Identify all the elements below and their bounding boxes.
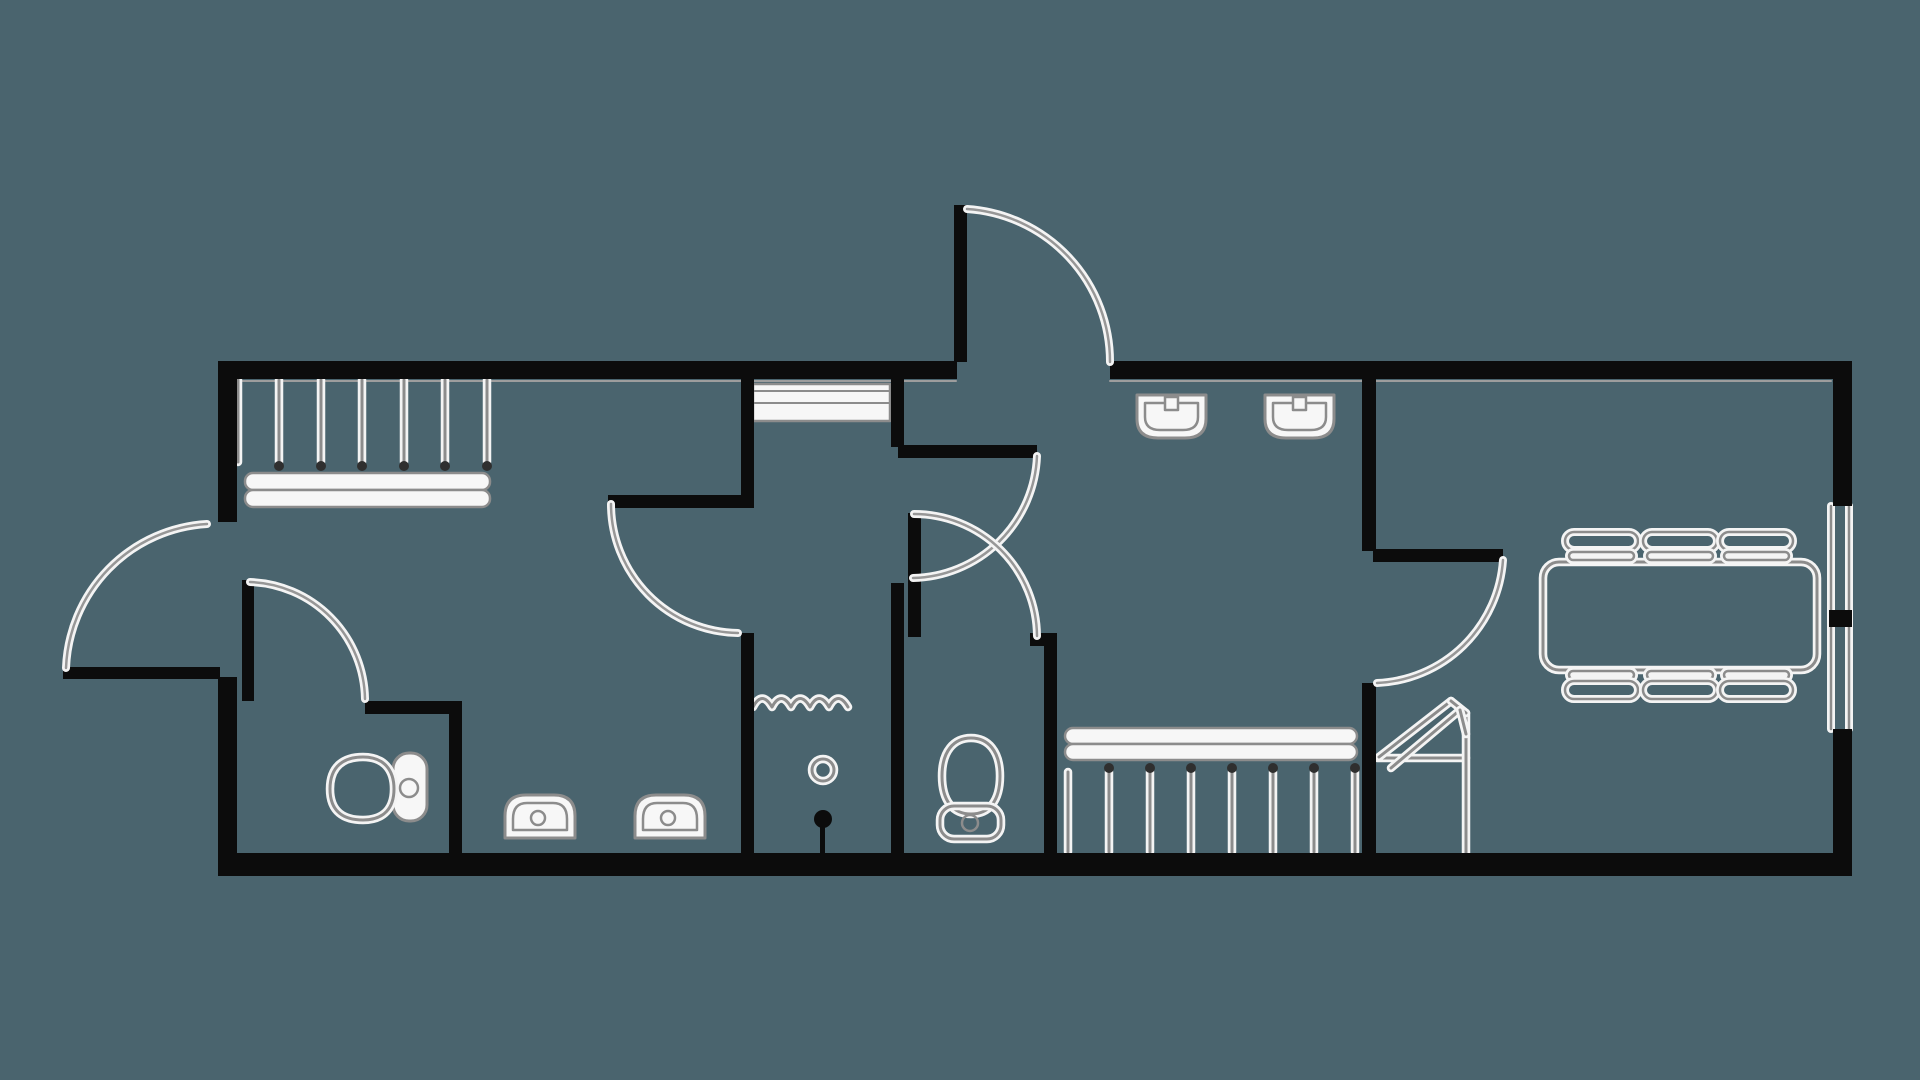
hanger-dot (1309, 763, 1319, 773)
dining-table-halo (1538, 557, 1822, 675)
hanger-dot (316, 461, 326, 471)
hanger-dot (1268, 763, 1278, 773)
toilet-mid-base (938, 804, 1003, 841)
wall-bath-top (365, 701, 462, 714)
chair-back-halo (1561, 528, 1642, 554)
chair-back-halo (1716, 677, 1797, 703)
chair-back-halo (1639, 677, 1721, 703)
leaning-board-diagonal (1377, 699, 1453, 759)
left-room-door-arc-halo (607, 500, 742, 637)
chair-seat (1567, 550, 1636, 562)
hall-door-a-arc (911, 454, 1039, 580)
wall-e-upper (1362, 375, 1376, 551)
wall-left-lower (218, 677, 237, 876)
sink-bottom-2-faucet (659, 809, 677, 827)
toilet-left-bowl-halo (325, 752, 399, 825)
wall-top-right (1110, 361, 1852, 379)
sink-top-1-inner (1143, 401, 1200, 432)
toilet-left-bowl (328, 755, 396, 822)
floor-drain (810, 757, 836, 783)
chair-back-halo (1716, 528, 1797, 554)
wall-e-lower (1362, 683, 1376, 853)
chair-back-halo (1561, 677, 1642, 703)
wall-bath-right (449, 701, 462, 853)
entry-door-arc (965, 207, 1112, 364)
hanger-dot (1104, 763, 1114, 773)
sink-bottom-1-outer (503, 793, 577, 840)
wall-top-left (218, 361, 957, 379)
entry-door-leaf (954, 205, 967, 362)
wall-a-upper (741, 375, 754, 508)
hanger-dot (1350, 763, 1360, 773)
wall-left-upper (218, 361, 237, 522)
bath-door-leaf (242, 580, 254, 701)
wall-a-lower (741, 633, 754, 853)
chair-back (1563, 679, 1640, 701)
hanger-dot (440, 461, 450, 471)
leaning-board-fold (1458, 708, 1468, 736)
chair-seat (1722, 550, 1791, 562)
sink-top-2-faucet (1291, 395, 1308, 412)
hanger-dot (357, 461, 367, 471)
wall-bottom (218, 853, 1852, 876)
sink-bottom-1-inner (511, 801, 569, 832)
sink-bottom-2-inner (641, 801, 699, 832)
right-room-door-leaf (1373, 549, 1503, 562)
closet-right-rail (1063, 742, 1359, 762)
closet-left-rail (243, 488, 492, 509)
wall-right-upper (1833, 361, 1852, 506)
hanger-dot (274, 461, 284, 471)
toilet-left-flush (398, 777, 420, 799)
sink-bottom-1-faucet (529, 809, 547, 827)
window-mullion (1829, 610, 1852, 627)
toilet-mid-flush (960, 813, 980, 833)
wall-b-lower (891, 583, 904, 853)
hanger-dot (1145, 763, 1155, 773)
front-door-leaf (63, 667, 220, 679)
hall-door-b-arc (912, 512, 1039, 638)
sink-top-1-faucet (1163, 395, 1180, 412)
shower-fixture-stem (820, 826, 825, 854)
chair-back-halo (1639, 528, 1721, 554)
bath-door-arc (248, 580, 367, 701)
chair-back (1718, 679, 1795, 701)
wall-right-lower (1833, 729, 1852, 876)
sink-top-1-outer (1135, 393, 1208, 440)
hanger-dot (1186, 763, 1196, 773)
wall-wc-right (1044, 633, 1057, 853)
left-room-door-leaf (608, 495, 742, 508)
toilet-mid-bowl (940, 736, 1002, 816)
hanger-dot (399, 461, 409, 471)
shower-curtain-squiggle (751, 697, 850, 709)
chair-seat (1645, 550, 1715, 562)
sink-top-2-outer (1263, 393, 1336, 440)
dining-table (1541, 560, 1819, 672)
wall-b-stub (891, 375, 904, 447)
closet-right-rail (1063, 726, 1359, 746)
leaning-board-diagonal (1389, 708, 1462, 770)
right-room-door-arc (1375, 558, 1505, 685)
front-door-arc (64, 522, 209, 670)
shower-fixture-head (814, 810, 832, 828)
hall-door-a-leaf (898, 445, 1037, 458)
sink-top-2-inner (1271, 401, 1328, 432)
closet-left-rail (243, 471, 492, 492)
sink-bottom-2-outer (633, 793, 707, 840)
hanger-dot (482, 461, 492, 471)
hanger-dot (1227, 763, 1237, 773)
left-room-door-arc (609, 502, 740, 635)
